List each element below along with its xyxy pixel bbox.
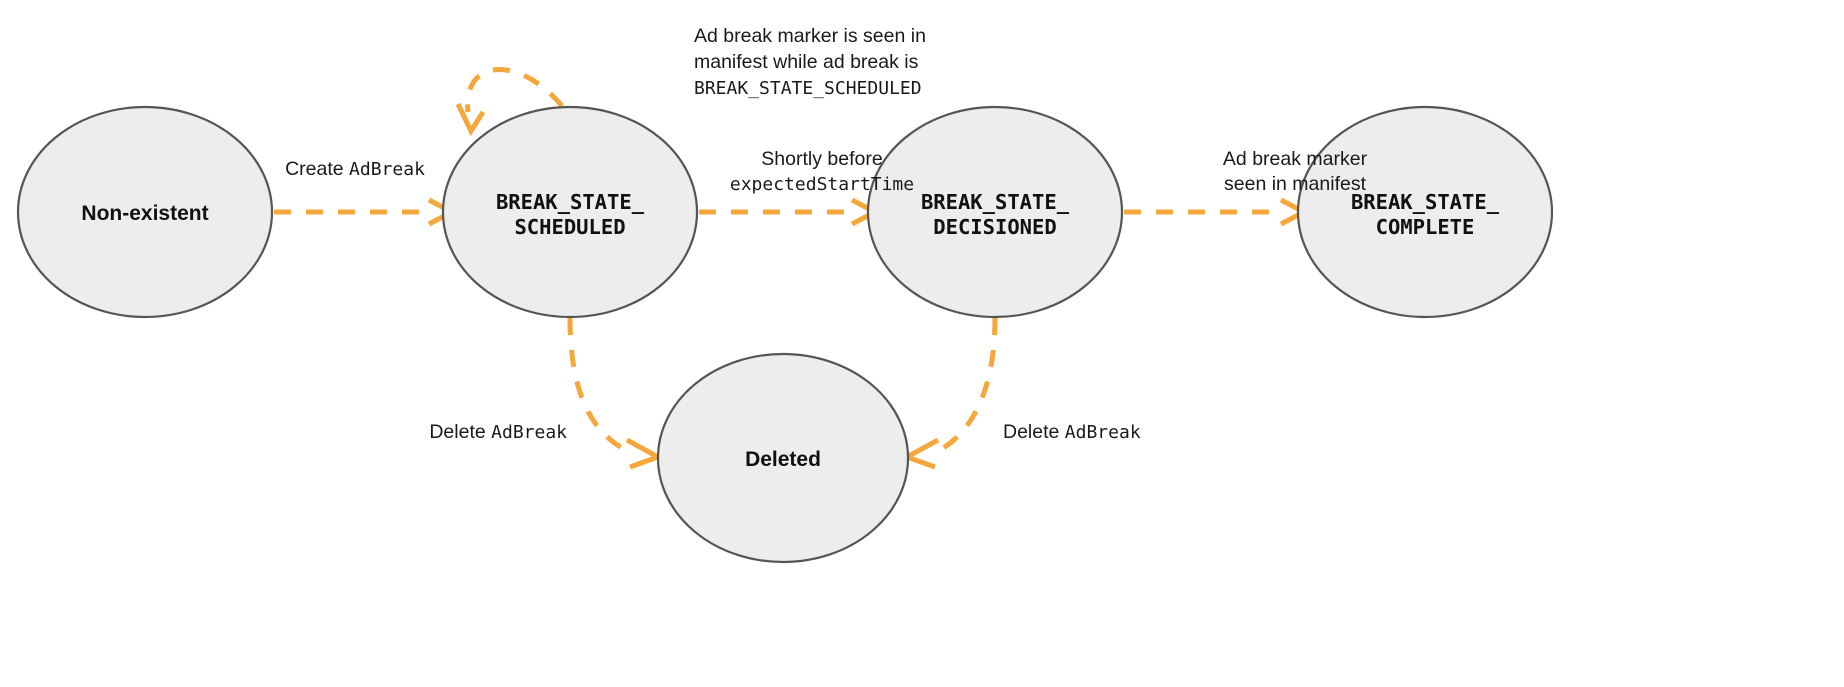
edge-label-line-2: seen in manifest (1224, 173, 1367, 195)
edge-line (934, 317, 998, 455)
edge-label-delete-from-scheduled: Delete AdBreak (429, 421, 567, 443)
node-label: Deleted (745, 448, 821, 471)
edge-shortly-before[interactable] (699, 197, 881, 227)
edge-label-line-2: manifest while ad break is (694, 51, 919, 73)
edge-label-line-3: BREAK_STATE_SCHEDULED (694, 78, 922, 99)
label-run-mono: AdBreak (491, 422, 567, 443)
edge-label-line-1: Shortly before (761, 148, 882, 170)
node-label-line-1: BREAK_STATE_ (496, 190, 645, 214)
edge-label-scheduled-self-loop: Ad break marker is seen in manifest whil… (694, 25, 926, 99)
node-shape (866, 105, 1124, 319)
label-run-sans: Delete (429, 421, 491, 443)
node-label-line-1: BREAK_STATE_ (921, 190, 1070, 214)
arrowhead-icon (900, 437, 940, 470)
node-shape (656, 352, 910, 564)
node-break-state-scheduled[interactable]: BREAK_STATE_ SCHEDULED (441, 105, 699, 319)
node-label: Non-existent (81, 202, 208, 225)
edge-label-create-adbreak: Create AdBreak (285, 158, 425, 180)
label-run-mono: AdBreak (349, 159, 425, 180)
node-shape (441, 105, 699, 319)
edge-scheduled-self-loop[interactable] (455, 67, 564, 137)
edge-label-delete-from-decisioned: Delete AdBreak (1003, 421, 1141, 443)
node-label-line-2: SCHEDULED (514, 215, 625, 239)
node-break-state-decisioned[interactable]: BREAK_STATE_ DECISIONED (866, 105, 1124, 319)
edge-delete-from-decisioned[interactable] (900, 317, 998, 470)
node-shape (16, 105, 274, 319)
edge-label-line-1: Ad break marker (1223, 148, 1368, 170)
edge-label-text: Create AdBreak (285, 158, 425, 180)
edge-delete-from-scheduled[interactable] (567, 317, 665, 470)
edge-line (465, 67, 564, 113)
edge-label-line-2: expectedStartTime (730, 174, 914, 195)
node-deleted[interactable]: Deleted (656, 352, 910, 564)
edge-label-line-1: Ad break marker is seen in (694, 25, 926, 47)
arrowhead-icon (455, 102, 486, 137)
node-non-existent[interactable]: Non-existent (16, 105, 274, 319)
arrowhead-icon (625, 437, 665, 470)
edge-label-shortly-before: Shortly before expectedStartTime (730, 148, 914, 195)
edge-create-adbreak[interactable] (274, 197, 458, 227)
edge-label-marker-seen: Ad break marker seen in manifest (1223, 148, 1368, 195)
label-run-sans: Create (285, 158, 349, 180)
node-break-state-complete[interactable]: BREAK_STATE_ COMPLETE (1296, 105, 1554, 319)
edge-label-text: Delete AdBreak (429, 421, 567, 443)
edge-label-text: Delete AdBreak (1003, 421, 1141, 443)
label-run-mono: AdBreak (1065, 422, 1141, 443)
edge-line (567, 317, 632, 455)
label-run-sans: Delete (1003, 421, 1065, 443)
edge-marker-seen-in-manifest[interactable] (1124, 197, 1310, 227)
node-label-line-2: COMPLETE (1376, 215, 1475, 239)
node-label-line-1: BREAK_STATE_ (1351, 190, 1500, 214)
node-shape (1296, 105, 1554, 319)
node-label-line-2: DECISIONED (933, 215, 1056, 239)
